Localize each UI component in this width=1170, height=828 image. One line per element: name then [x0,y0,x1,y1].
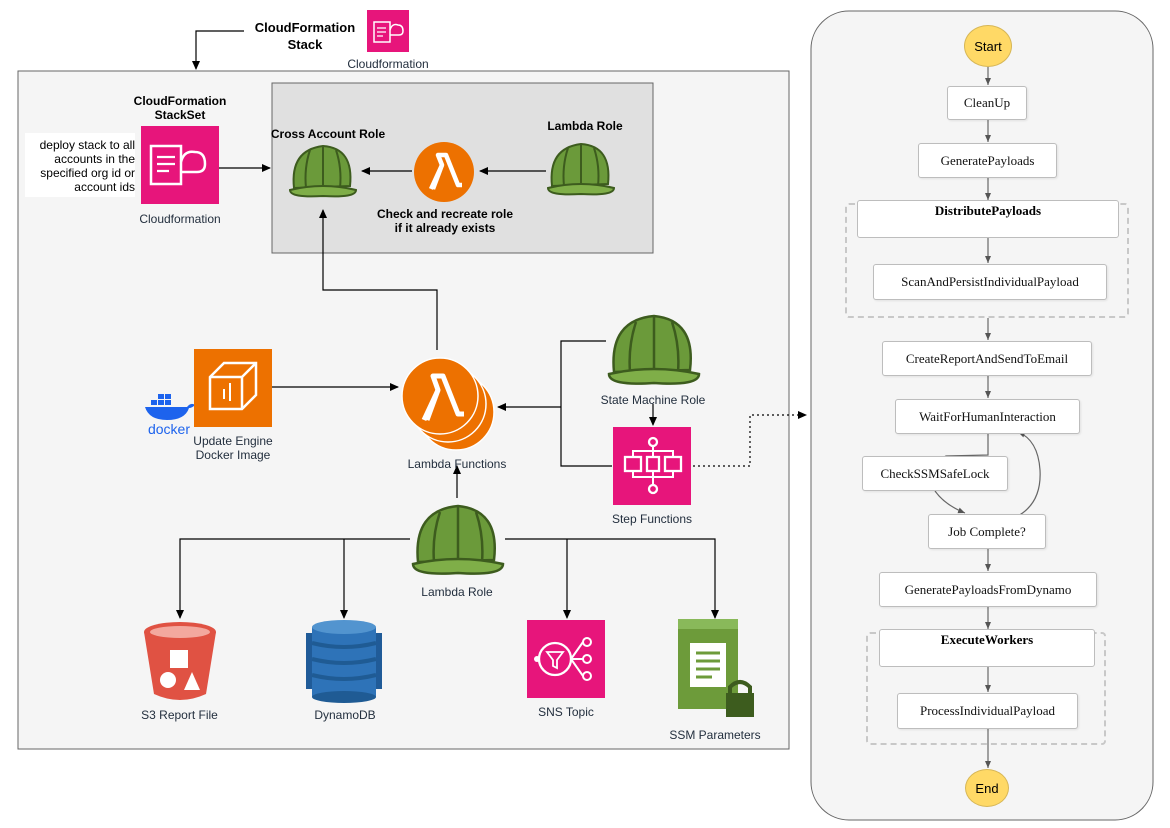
lambda-role-top-label: Lambda Role [547,119,623,133]
ssm-label: SSM Parameters [669,728,761,742]
state-machine-role-label: State Machine Role [600,393,706,407]
end-node: End [965,769,1009,807]
lambda-role-bottom-label: Lambda Role [421,585,493,599]
stackset-note-bg [25,133,135,197]
docker-icon: docker [145,394,195,436]
scan-and-persist-step: ScanAndPersistIndividualPayload [873,264,1107,300]
sns-topic-icon [527,620,605,698]
lambda-role-bottom-helmet-icon [411,504,505,575]
ssm-parameters-icon [678,619,754,717]
stackset-cloudformation-icon [141,126,219,204]
step-functions-icon [613,427,691,505]
stackset-title: CloudFormation StackSet [133,94,227,122]
cross-account-role-helmet-icon [288,144,358,198]
distribute-payloads-header: DistributePayloads [857,200,1119,238]
docker-image-label: Update Engine Docker Image [193,434,273,462]
lambda-functions-icon [401,357,495,451]
clean-up-step: CleanUp [947,86,1027,120]
docker-image-icon [194,349,272,427]
docker-text: docker [148,421,190,436]
execute-workers-header: ExecuteWorkers [879,629,1095,667]
generate-payloads-step: GeneratePayloads [918,143,1057,178]
lambda-functions-label: Lambda Functions [407,457,507,471]
dynamodb-icon [306,620,382,703]
lambda-icon [414,142,474,202]
stackset-note: deploy stack to all accounts in the spec… [39,138,135,194]
stack-icon-label: Cloudformation [347,57,429,71]
cross-account-role-label: Cross Account Role [270,127,386,141]
create-report-step: CreateReportAndSendToEmail [882,341,1092,376]
check-recreate-label: Check and recreate role if it already ex… [376,207,514,235]
s3-bucket-icon [144,622,216,700]
start-node: Start [964,25,1012,67]
dynamodb-label: DynamoDB [314,708,376,722]
check-ssm-step: CheckSSMSafeLock [862,456,1008,491]
wait-for-human-step: WaitForHumanInteraction [895,399,1080,434]
cloudformation-icon [367,10,409,52]
process-individual-step: ProcessIndividualPayload [897,693,1078,729]
step-functions-label: Step Functions [611,512,693,526]
state-machine-role-helmet-icon [607,314,701,385]
job-complete-step: Job Complete? [928,514,1046,549]
generate-from-dynamo-step: GeneratePayloadsFromDynamo [879,572,1097,607]
s3-label: S3 Report File [141,708,218,722]
lambda-role-top-helmet-icon [546,142,616,196]
stack-title: CloudFormation Stack [254,20,356,52]
sns-label: SNS Topic [538,705,594,719]
stackset-icon-label: Cloudformation [139,212,221,226]
